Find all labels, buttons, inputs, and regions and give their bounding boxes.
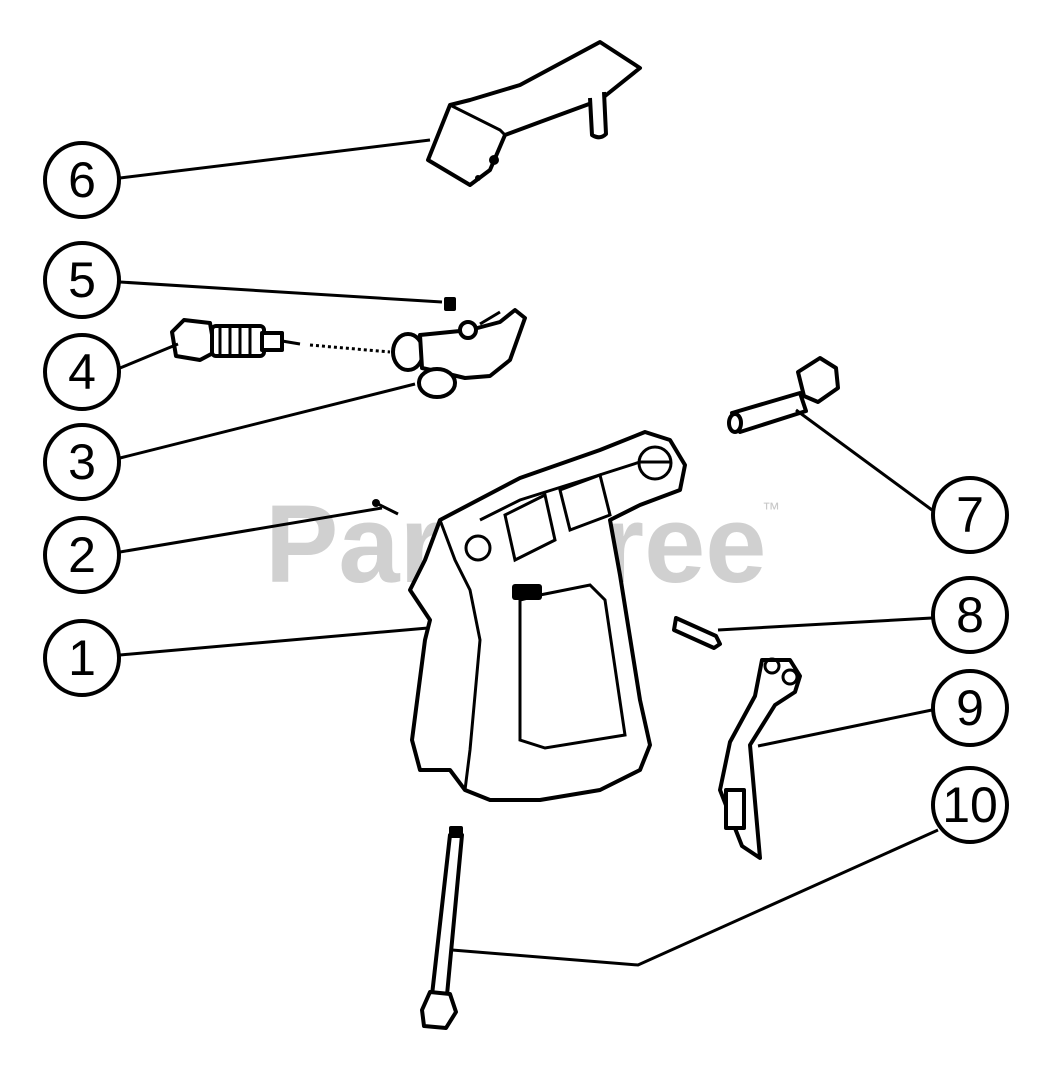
callout-2[interactable]: 2 (43, 516, 121, 594)
callout-9-label: 9 (956, 680, 984, 736)
callout-1[interactable]: 1 (43, 619, 121, 697)
part-5-set-screw[interactable] (444, 297, 456, 311)
callout-1-label: 1 (68, 630, 96, 686)
part-1-gun-body[interactable] (408, 430, 687, 802)
watermark-tm: ™ (762, 499, 780, 519)
callout-4[interactable]: 4 (43, 333, 121, 411)
part-9-trigger[interactable] (718, 657, 802, 860)
callout-8[interactable]: 8 (931, 576, 1009, 654)
part-10-tube[interactable] (420, 826, 464, 1030)
callout-10[interactable]: 10 (931, 766, 1009, 844)
callout-8-label: 8 (956, 587, 984, 643)
part-4-valve-stem[interactable] (170, 318, 391, 362)
leader-lines (119, 138, 939, 967)
callout-2-label: 2 (68, 527, 96, 583)
callout-6[interactable]: 6 (43, 141, 121, 219)
callout-6-label: 6 (68, 152, 96, 208)
callout-9[interactable]: 9 (931, 669, 1009, 747)
part-6-trigger-cover[interactable] (426, 40, 642, 187)
callout-5[interactable]: 5 (43, 241, 121, 319)
callout-7[interactable]: 7 (931, 476, 1009, 554)
callout-4-label: 4 (68, 344, 96, 400)
callout-3-label: 3 (68, 434, 96, 490)
part-2-pin[interactable] (372, 499, 399, 516)
callout-3[interactable]: 3 (43, 423, 121, 501)
callout-5-label: 5 (68, 252, 96, 308)
part-8-pin[interactable] (672, 616, 722, 650)
part-7-fitting[interactable] (727, 356, 840, 434)
callout-7-label: 7 (956, 487, 984, 543)
part-3-valve-body[interactable] (391, 308, 527, 399)
callout-10-label: 10 (942, 777, 998, 833)
